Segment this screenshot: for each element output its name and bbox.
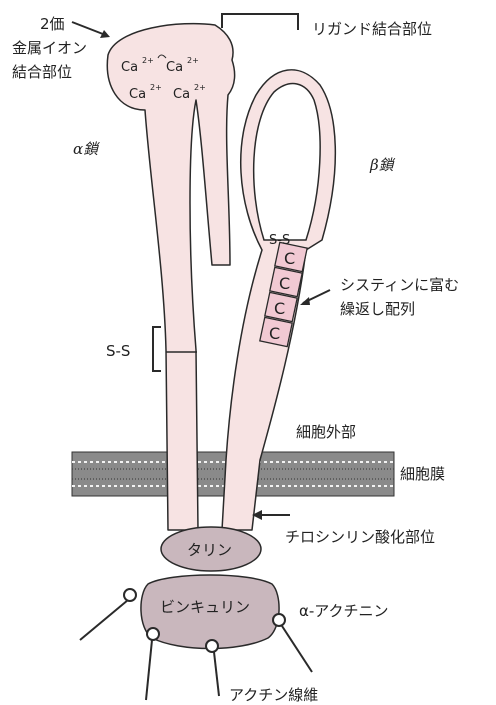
membrane-label: 細胞膜 [400, 465, 445, 483]
cysteine-label-1: システィンに富む [340, 276, 459, 294]
cysteine-label: C [279, 274, 290, 293]
divalent-label-2: 金属イオン [12, 39, 87, 57]
ligand-site-label: リガンド結合部位 [312, 20, 432, 38]
ion-charge: 2+ [187, 56, 199, 65]
ion-charge: 2+ [194, 83, 206, 92]
cysteine-box: C [270, 267, 302, 296]
ion-symbol: Ca [121, 60, 138, 75]
ligand-bracket [222, 14, 298, 30]
tyrosine-arrow [252, 510, 290, 520]
cysteine-label: C [274, 299, 285, 318]
beta-chain-label: β鎖 [369, 156, 396, 174]
ion-charge: 2+ [150, 83, 162, 92]
alpha-chain-label: α鎖 [73, 140, 100, 158]
cysteine-label: C [269, 324, 280, 343]
ion-symbol: Ca [173, 87, 190, 102]
cysteine-box: C [260, 317, 292, 346]
talin-label: タリン [187, 541, 232, 559]
extracellular-label: 細胞外部 [296, 423, 356, 441]
actin-label: アクチン線維 [229, 686, 318, 704]
ion-symbol: Ca [129, 87, 146, 102]
ion-symbol: Ca [166, 60, 183, 75]
cysteine-label: C [284, 249, 295, 268]
cysteine-label-2: 繰返し配列 [340, 300, 415, 318]
alpha-actinin-label: α-アクチニン [299, 602, 389, 620]
divalent-label-3: 結合部位 [12, 63, 72, 81]
cysteine-box: C [265, 292, 297, 321]
cysteine-arrow [300, 290, 330, 305]
alpha-ss-label: S-S [106, 342, 130, 360]
ion-charge: 2+ [142, 56, 154, 65]
divalent-arrow [72, 22, 110, 38]
beta-ss-label: S-S [269, 233, 290, 248]
divalent-label-1: 2価 [40, 15, 65, 33]
vinculin-label: ビンキュリン [160, 598, 250, 616]
tyrosine-site-label: チロシンリン酸化部位 [285, 528, 435, 546]
alpha-ss-bracket [153, 327, 161, 371]
